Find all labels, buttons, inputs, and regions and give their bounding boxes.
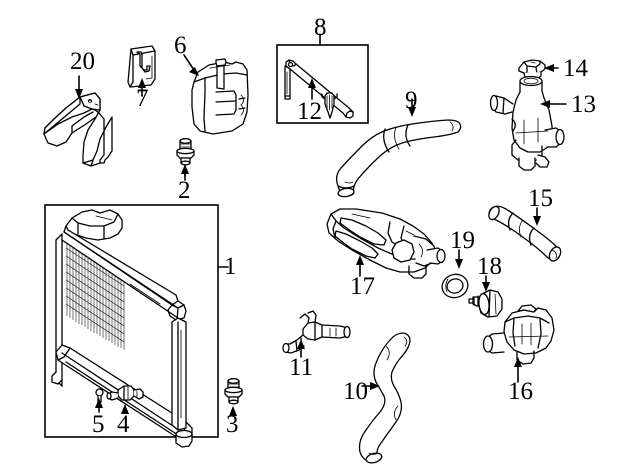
part-7-reservoir-bracket-clamp — [127, 45, 156, 88]
callout-label-18: 18 — [477, 253, 502, 280]
callout-label-1: 1 — [224, 253, 237, 280]
callout-label-11: 11 — [289, 354, 314, 381]
reservoir-hose-clip — [321, 92, 338, 119]
callout-label-10: 10 — [343, 378, 368, 405]
part-15-water-bypass-hose — [488, 205, 562, 262]
leader-lines — [75, 33, 567, 417]
callout-label-14: 14 — [563, 55, 588, 82]
part-9-radiator-upper-hose — [335, 119, 462, 198]
part-18-thermostat — [468, 289, 503, 318]
callout-label-12: 12 — [297, 98, 322, 125]
callout-label-19: 19 — [450, 227, 475, 254]
part-6-coolant-reservoir-tank — [191, 58, 249, 135]
callout-label-8: 8 — [314, 14, 327, 41]
callout-label-6: 6 — [174, 32, 187, 59]
part-17-water-inlet-bypass-pipe — [326, 208, 446, 279]
part-1-radiator-assembly — [51, 209, 193, 448]
part-13-water-filler-neck-inlet — [489, 75, 565, 171]
part-20-radiator-support-bracket — [43, 92, 113, 167]
callout-label-4: 4 — [117, 411, 130, 438]
reservoir-hose-box — [276, 44, 369, 124]
callout-label-16: 16 — [508, 378, 533, 405]
part-11-water-hose-connector — [282, 310, 351, 354]
callout-label-5: 5 — [92, 411, 105, 438]
part-2-radiator-mount-cushion — [176, 138, 195, 166]
callout-label-9: 9 — [405, 87, 418, 114]
radiator-box — [44, 204, 219, 438]
part-12-reservoir-hose — [284, 59, 354, 119]
callout-label-17: 17 — [350, 273, 375, 300]
part-4-radiator-drain-cock — [106, 385, 144, 401]
callout-label-20: 20 — [70, 48, 95, 75]
part-3-radiator-mount-cushion-lower — [224, 378, 243, 405]
callout-label-3: 3 — [226, 411, 239, 438]
callout-label-7: 7 — [136, 85, 149, 112]
part-19-thermostat-gasket-o-ring — [441, 273, 469, 299]
callout-label-15: 15 — [528, 185, 553, 212]
part-10-radiator-lower-hose — [358, 332, 411, 464]
callout-label-13: 13 — [571, 91, 596, 118]
part-16-water-outlet-housing — [482, 304, 555, 365]
callout-label-2: 2 — [178, 177, 191, 204]
